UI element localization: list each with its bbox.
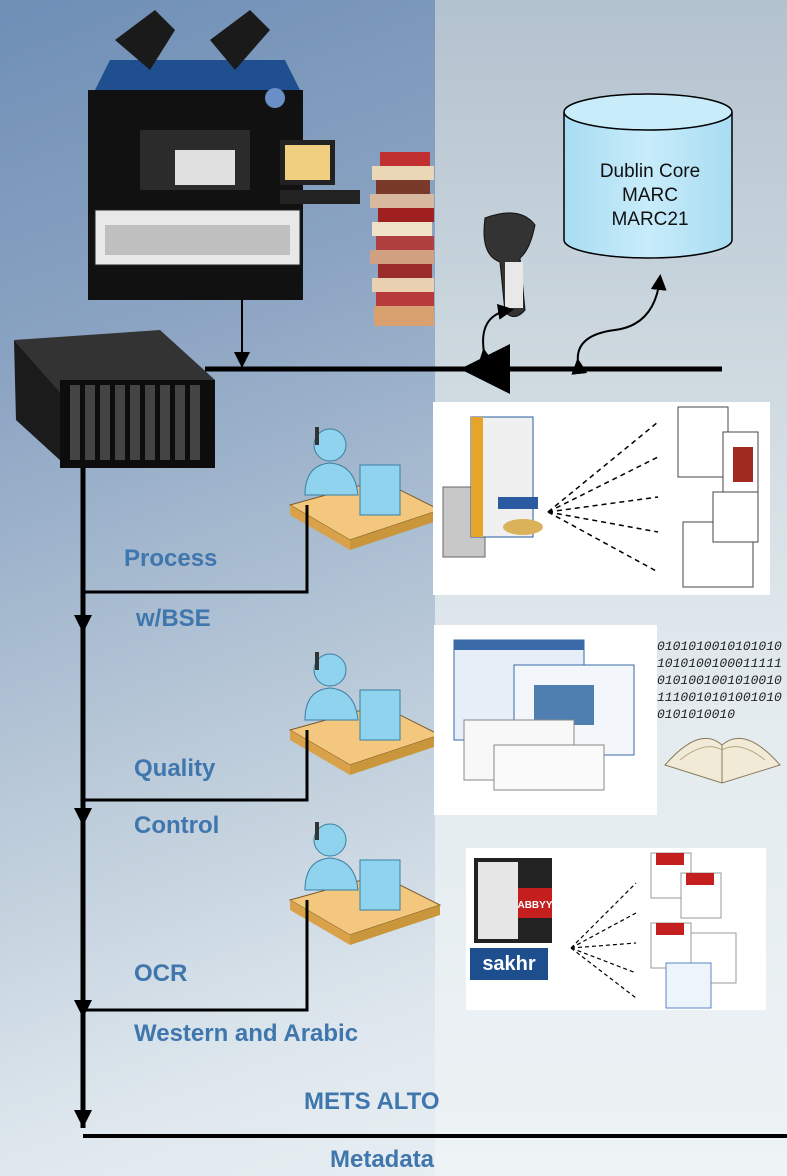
database-line: MARC [622, 185, 678, 206]
ocr-output-illustration: ABBYY [474, 852, 737, 1009]
step-process-sublabel: w/BSE [136, 605, 211, 632]
open-book-image [664, 737, 781, 784]
binary-text-block: 0101010010101010 1010100100011111 010100… [657, 638, 782, 723]
book-scanner-image [88, 10, 360, 300]
qc-screens-illustration [453, 639, 635, 791]
database-label: Dublin Core MARC MARC21 [565, 160, 735, 232]
vertical-flow-line [74, 468, 92, 1128]
bse-panel [433, 402, 770, 595]
binary-line: 1110010101001010 [657, 690, 782, 705]
step-mets-label: METS ALTO [304, 1088, 440, 1115]
binary-line: 0101010010101010 [657, 639, 782, 654]
sakhr-logo: sakhr [470, 948, 548, 980]
database-line: Dublin Core [599, 161, 701, 182]
step-process-label: Process [124, 545, 218, 572]
qc-connector [83, 730, 309, 802]
operator-icon-3 [288, 822, 442, 945]
qc-panel [434, 625, 657, 815]
database-cylinder [563, 93, 733, 259]
step-quality-label: Quality [134, 755, 216, 782]
barcode-scanner-image [483, 212, 536, 317]
binary-line: 1010100100011111 [657, 656, 782, 671]
binary-line: 0101010010 [657, 707, 736, 722]
abbyy-logo-text: ABBYY [517, 900, 552, 911]
bse-output-illustration [442, 406, 759, 588]
operator-icon-1 [288, 427, 442, 550]
process-connector [83, 505, 309, 594]
step-quality-sublabel: Control [134, 812, 220, 839]
ocr-connector-2 [83, 900, 309, 1012]
server-rack-image [14, 330, 215, 468]
operator-icon-2 [288, 652, 442, 775]
binary-line: 0101001001010010 [657, 673, 782, 688]
database-line: MARC21 [611, 209, 689, 230]
book-stack-image [370, 152, 434, 326]
ocr-panel: ABBYY [466, 848, 766, 1010]
step-ocr-label: OCR [134, 960, 188, 987]
barcode-curve-arrow [478, 303, 514, 366]
step-mets-sublabel: Metadata [330, 1146, 435, 1173]
step-ocr-sublabel: Western and Arabic [134, 1020, 359, 1047]
database-curve-arrow [571, 274, 667, 375]
